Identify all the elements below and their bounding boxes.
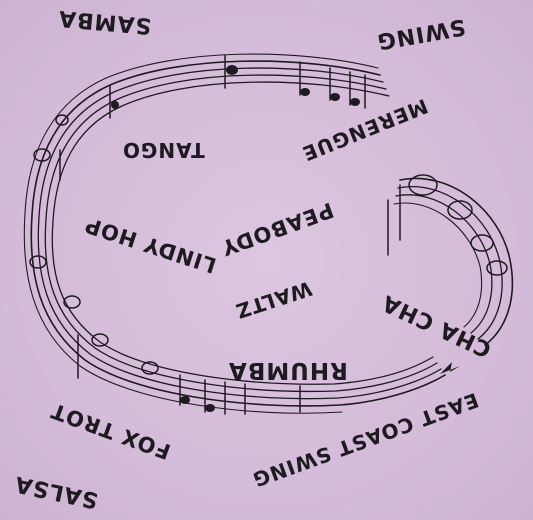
note-head [226,65,238,75]
note-head [350,98,360,106]
note-head [92,334,108,346]
note-head [300,88,310,96]
note-head [180,396,190,404]
label-tango: TANGO [122,140,205,160]
note-flag [440,362,460,374]
note-head [205,404,215,412]
label-rhumba: RHUMBA [228,358,348,381]
note-head [487,261,507,275]
note-head [111,101,119,109]
note-head [330,93,340,101]
note-head [64,296,80,308]
